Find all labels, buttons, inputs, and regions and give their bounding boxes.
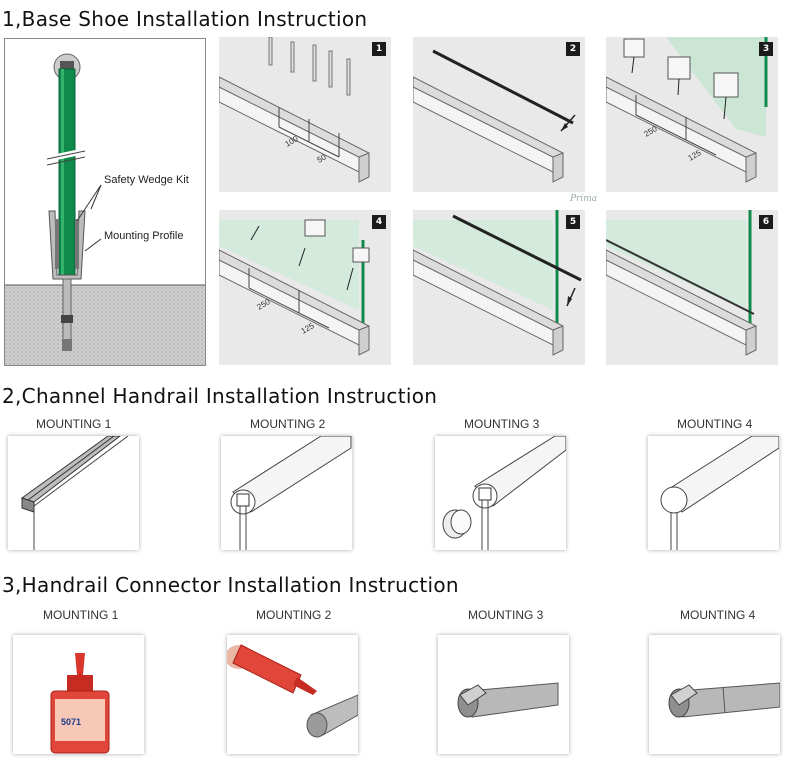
concrete-floor: [5, 285, 205, 365]
channel-mounting-card-3: [435, 436, 566, 550]
safety-wedge: [55, 219, 59, 269]
connector-mounting-label-1: MOUNTING 1: [43, 608, 119, 622]
anchor-bolt: [62, 278, 72, 344]
channel-mounting-label-4: MOUNTING 4: [677, 417, 753, 431]
step-panel-1: 100 50 1: [219, 37, 391, 192]
gasket-strip: [432, 49, 574, 125]
step-panel-2: 2: [413, 37, 585, 192]
channel-mounting-card-1: [8, 436, 139, 550]
step-panel-6: 6: [606, 210, 778, 365]
connector-mounting-label-3: MOUNTING 3: [468, 608, 544, 622]
callout-safety-wedge-kit: Safety Wedge Kit: [104, 174, 189, 186]
connector-mounting-label-4: MOUNTING 4: [680, 608, 756, 622]
step-panel-4: 250 125 4: [219, 210, 391, 365]
threadlocker-bottle-tilted: [232, 644, 302, 694]
channel-mounting-label-3: MOUNTING 3: [464, 417, 540, 431]
connector-mounting-card-4: [649, 635, 780, 754]
step-badge-6: 6: [759, 215, 773, 229]
dimension-125-step4: 125: [300, 321, 317, 336]
step-badge-3: 3: [759, 42, 773, 56]
bottle-label: 5071: [61, 717, 81, 727]
step-badge-1: 1: [372, 42, 386, 56]
channel-mounting-card-2: [221, 436, 352, 550]
connector-mounting-card-3: [438, 635, 569, 754]
step-panel-3: 250 125 3: [606, 37, 778, 192]
step-badge-4: 4: [372, 215, 386, 229]
section-title-channel-handrail: 2,Channel Handrail Installation Instruct…: [2, 384, 438, 408]
cross-section-svg: [5, 53, 205, 365]
connector-tube-joined: [678, 682, 780, 718]
section-title-connector: 3,Handrail Connector Installation Instru…: [2, 573, 459, 597]
connector-mounting-label-2: MOUNTING 2: [256, 608, 332, 622]
connector-mounting-card-2: [227, 635, 358, 754]
connector-mounting-card-1: 5071: [13, 635, 144, 754]
section-title-base-shoe: 1,Base Shoe Installation Instruction: [2, 7, 368, 31]
step-badge-5: 5: [566, 215, 580, 229]
cross-section-diagram: [4, 38, 206, 366]
dimension-125: 125: [687, 148, 704, 163]
channel-mounting-card-4: [648, 436, 779, 550]
channel-mounting-label-2: MOUNTING 2: [250, 417, 326, 431]
step-badge-2: 2: [566, 42, 580, 56]
bottle-nozzle: [75, 653, 85, 675]
channel-mounting-label-1: MOUNTING 1: [36, 417, 112, 431]
watermark: Prima: [570, 194, 598, 204]
step-panel-5: 5: [413, 210, 585, 365]
callout-mounting-profile: Mounting Profile: [104, 230, 184, 242]
